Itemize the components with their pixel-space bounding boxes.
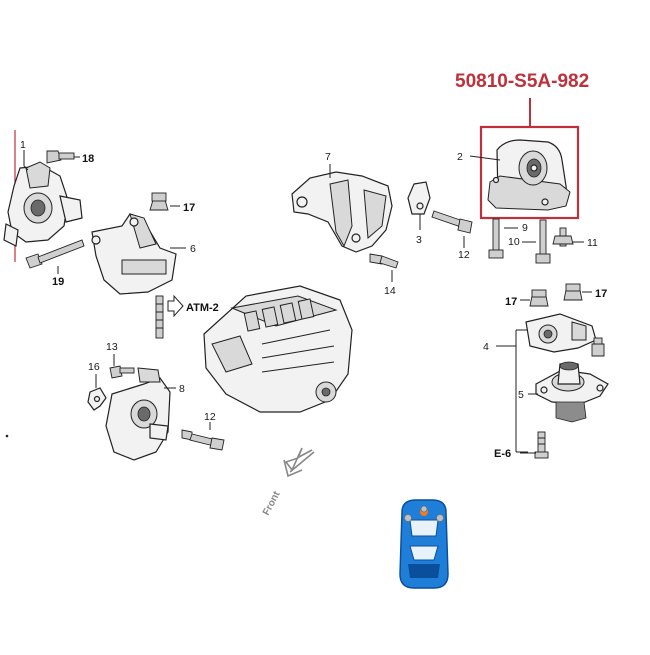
front-direction-arrow-icon — [283, 447, 315, 478]
callout-14: 14 — [384, 285, 396, 297]
nut-17-left[interactable] — [149, 192, 169, 211]
bolt-12-top[interactable] — [431, 210, 473, 234]
callout-12b: 12 — [204, 411, 216, 423]
part-6-bracket[interactable] — [91, 213, 177, 295]
car-topview-icon — [399, 499, 449, 589]
ref-atm-2[interactable]: ATM-2 — [186, 302, 219, 314]
callout-13: 13 — [106, 341, 118, 353]
callout-5: 5 — [518, 389, 524, 401]
callout-2: 2 — [457, 151, 463, 163]
callout-17b: 17 — [505, 296, 517, 308]
callout-8: 8 — [179, 383, 185, 395]
leader-2 — [469, 155, 501, 161]
callout-3: 3 — [416, 234, 422, 246]
bolt-13[interactable] — [109, 365, 135, 379]
callout-17a: 17 — [183, 202, 195, 214]
callout-19: 19 — [52, 276, 64, 288]
callout-18: 18 — [82, 153, 94, 165]
callout-7: 7 — [325, 151, 331, 163]
nut-17-mid[interactable] — [529, 289, 549, 307]
part-3-bracket[interactable] — [407, 181, 431, 215]
callout-6: 6 — [190, 243, 196, 255]
callout-10: 10 — [508, 236, 520, 248]
bolt-14[interactable] — [369, 253, 399, 269]
nut-17-right[interactable] — [563, 283, 583, 301]
part-7-bracket[interactable] — [291, 171, 393, 253]
bolt-9[interactable] — [488, 218, 504, 259]
callout-1: 1 — [20, 139, 26, 151]
bolt-12-lower[interactable] — [181, 429, 225, 451]
callout-16: 16 — [88, 361, 100, 373]
stud-atm[interactable] — [155, 295, 164, 339]
part-1-mount[interactable] — [3, 161, 83, 247]
part-2-mount[interactable] — [487, 139, 571, 211]
bolt-10[interactable] — [535, 219, 551, 264]
engine-block[interactable] — [203, 285, 353, 413]
bolt-19[interactable] — [25, 239, 85, 269]
part-16-clip[interactable] — [87, 387, 107, 411]
callout-11: 11 — [587, 237, 598, 249]
callout-12a: 12 — [458, 249, 470, 261]
front-label: Front — [261, 489, 283, 517]
bolt-e6[interactable] — [534, 431, 549, 459]
leader-1a — [23, 165, 29, 171]
callout-17c: 17 — [595, 288, 607, 300]
atm-ref-arrow-icon — [167, 294, 184, 318]
part-8-mount[interactable] — [105, 367, 171, 461]
highlight-box — [479, 125, 580, 220]
part-5-mount[interactable] — [535, 361, 609, 423]
part-4-bracket[interactable] — [525, 313, 605, 357]
callout-9: 9 — [522, 222, 528, 234]
bolt-18[interactable] — [46, 150, 75, 164]
highlighted-part-number: 50810-S5A-982 — [455, 71, 589, 92]
bolt-11[interactable] — [552, 227, 574, 247]
ref-e-6[interactable]: E-6 — [494, 448, 511, 460]
stray-dot — [5, 434, 9, 438]
callout-4: 4 — [483, 341, 489, 353]
